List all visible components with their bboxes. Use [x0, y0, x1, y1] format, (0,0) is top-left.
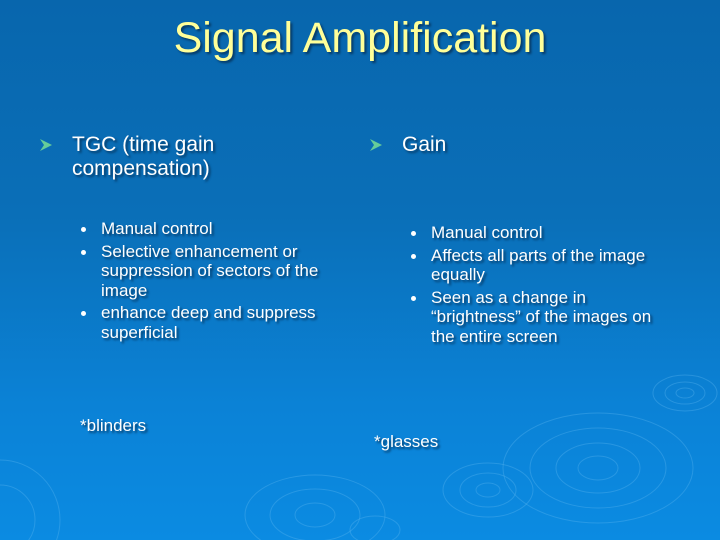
- right-heading-item: Gain: [370, 133, 670, 157]
- bullet-dot-icon: [411, 295, 416, 301]
- left-bullet-list: Manual control Selective enhancement or …: [75, 219, 340, 342]
- list-item: Seen as a change in “brightness” of the …: [405, 288, 670, 347]
- arrow-bullet-icon: [370, 139, 382, 151]
- left-heading-item: TGC (time gain compensation): [40, 133, 340, 181]
- list-item: Selective enhancement or suppression of …: [75, 242, 340, 301]
- bullet-dot-icon: [411, 253, 416, 259]
- bullet-dot-icon: [81, 311, 86, 316]
- list-item: Affects all parts of the image equally: [405, 246, 670, 285]
- right-column: Gain Manual control Affects all parts of…: [370, 133, 670, 349]
- right-note: *glasses: [374, 432, 439, 451]
- arrow-bullet-icon: [40, 139, 52, 151]
- left-note: *blinders: [80, 416, 147, 435]
- bullet-dot-icon: [81, 249, 86, 255]
- bullet-dot-icon: [81, 227, 86, 232]
- list-item: Manual control: [405, 223, 670, 243]
- slide-title: Signal Amplification: [173, 14, 547, 62]
- bullet-dot-icon: [411, 231, 416, 236]
- right-bullet-list: Manual control Affects all parts of the …: [405, 223, 670, 346]
- list-item: Manual control: [75, 219, 340, 239]
- right-heading: Gain: [402, 133, 447, 156]
- left-heading: TGC (time gain compensation): [72, 133, 215, 180]
- left-column: TGC (time gain compensation) Manual cont…: [40, 133, 340, 345]
- list-item: enhance deep and suppress superficial: [75, 303, 340, 342]
